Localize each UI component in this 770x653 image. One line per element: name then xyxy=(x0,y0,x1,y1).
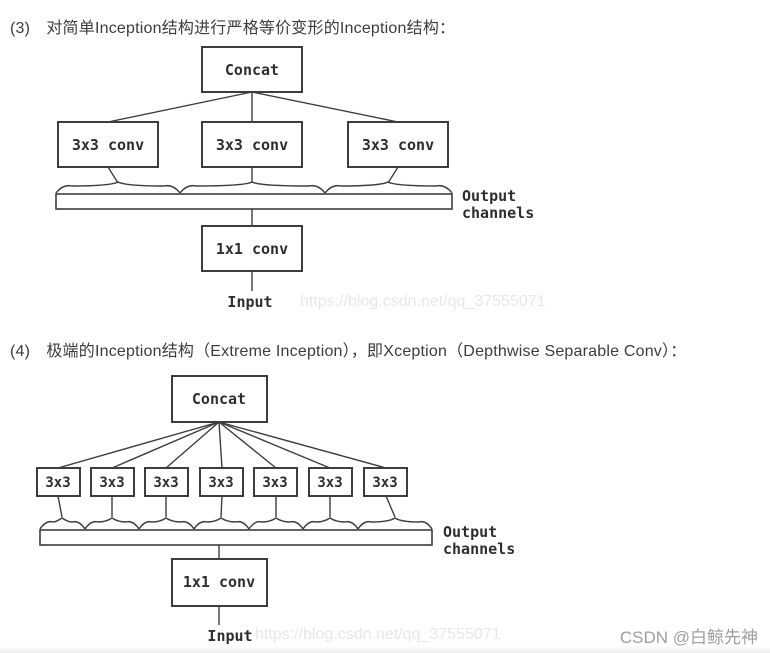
blog-url-watermark: https://blog.csdn.net/qq_37555071 xyxy=(300,293,546,310)
connector-line xyxy=(218,421,331,469)
channel-brace xyxy=(84,517,140,530)
channel-brace xyxy=(179,181,326,194)
concat-label: Concat xyxy=(192,390,246,408)
channel-brace xyxy=(248,517,304,530)
output-channels-bar xyxy=(39,529,433,546)
conv1x1-label: 1x1 conv xyxy=(183,573,255,591)
conv3x3-label: 3x3 conv xyxy=(72,136,144,154)
channel-brace xyxy=(324,181,453,194)
conv3x3-label: 3x3 xyxy=(99,475,124,491)
connector-line xyxy=(165,421,220,469)
concat-label: Concat xyxy=(225,61,279,79)
connector-line xyxy=(107,91,253,123)
section-heading-3: (3) 对简单Inception结构进行严格等价变形的Inception结构： xyxy=(10,20,456,37)
connector-line xyxy=(218,421,387,469)
conv3x3-label: 3x3 xyxy=(372,475,397,491)
conv3x3-box xyxy=(363,467,408,497)
connector-line xyxy=(387,166,399,184)
input-label: Input xyxy=(207,627,252,645)
output-channels-bar xyxy=(55,193,453,210)
conv3x3-label: 3x3 conv xyxy=(362,136,434,154)
concat-box xyxy=(201,46,303,93)
page-bottom-divider xyxy=(0,646,770,653)
connector-line xyxy=(57,421,220,469)
conv1x1-box xyxy=(201,225,303,272)
output-channels-label: Output xyxy=(462,187,516,205)
connector-line xyxy=(385,495,396,518)
csdn-author-watermark: CSDN @白鲸先神 xyxy=(619,628,758,647)
conv3x3-label: 3x3 xyxy=(153,475,178,491)
channel-brace xyxy=(55,181,181,194)
conv3x3-label: 3x3 conv xyxy=(216,136,288,154)
conv1x1-box xyxy=(171,558,268,607)
blog-url-watermark: https://blog.csdn.net/qq_37555071 xyxy=(255,626,501,643)
channel-brace xyxy=(302,517,359,530)
conv3x3-box xyxy=(36,467,81,497)
conv3x3-label: 3x3 xyxy=(45,475,70,491)
connector-line xyxy=(218,421,277,469)
concat-box xyxy=(171,375,268,423)
xception-diagram: Concat 3x3 3x3 3x3 3x3 3x3 3x3 3x3 xyxy=(36,375,515,645)
output-channels-label: channels xyxy=(462,204,534,222)
channel-brace xyxy=(138,517,195,530)
input-label: Input xyxy=(227,293,272,311)
conv3x3-box xyxy=(253,467,298,497)
channel-brace xyxy=(39,517,86,530)
channel-brace xyxy=(357,517,433,530)
conv3x3-box xyxy=(144,467,189,497)
conv1x1-label: 1x1 conv xyxy=(216,240,288,258)
conv3x3-box xyxy=(201,121,303,168)
connector-line xyxy=(57,495,63,518)
channel-brace xyxy=(193,517,250,530)
connector-line xyxy=(218,421,223,469)
conv3x3-label: 3x3 xyxy=(262,475,287,491)
output-channels-label: channels xyxy=(443,540,515,558)
output-channels-label: Output xyxy=(443,523,497,541)
connector-line xyxy=(251,91,399,123)
inception-equivalent-diagram: Concat 3x3 conv 3x3 conv 3x3 conv Output xyxy=(55,46,534,311)
connector-line xyxy=(111,421,220,469)
conv3x3-label: 3x3 xyxy=(208,475,233,491)
conv3x3-label: 3x3 xyxy=(317,475,342,491)
section-heading-4: (4) 极端的Inception结构（Extreme Inception），即X… xyxy=(10,343,687,360)
connector-line xyxy=(220,495,223,518)
connector-line xyxy=(107,166,119,184)
conv3x3-box xyxy=(199,467,244,497)
